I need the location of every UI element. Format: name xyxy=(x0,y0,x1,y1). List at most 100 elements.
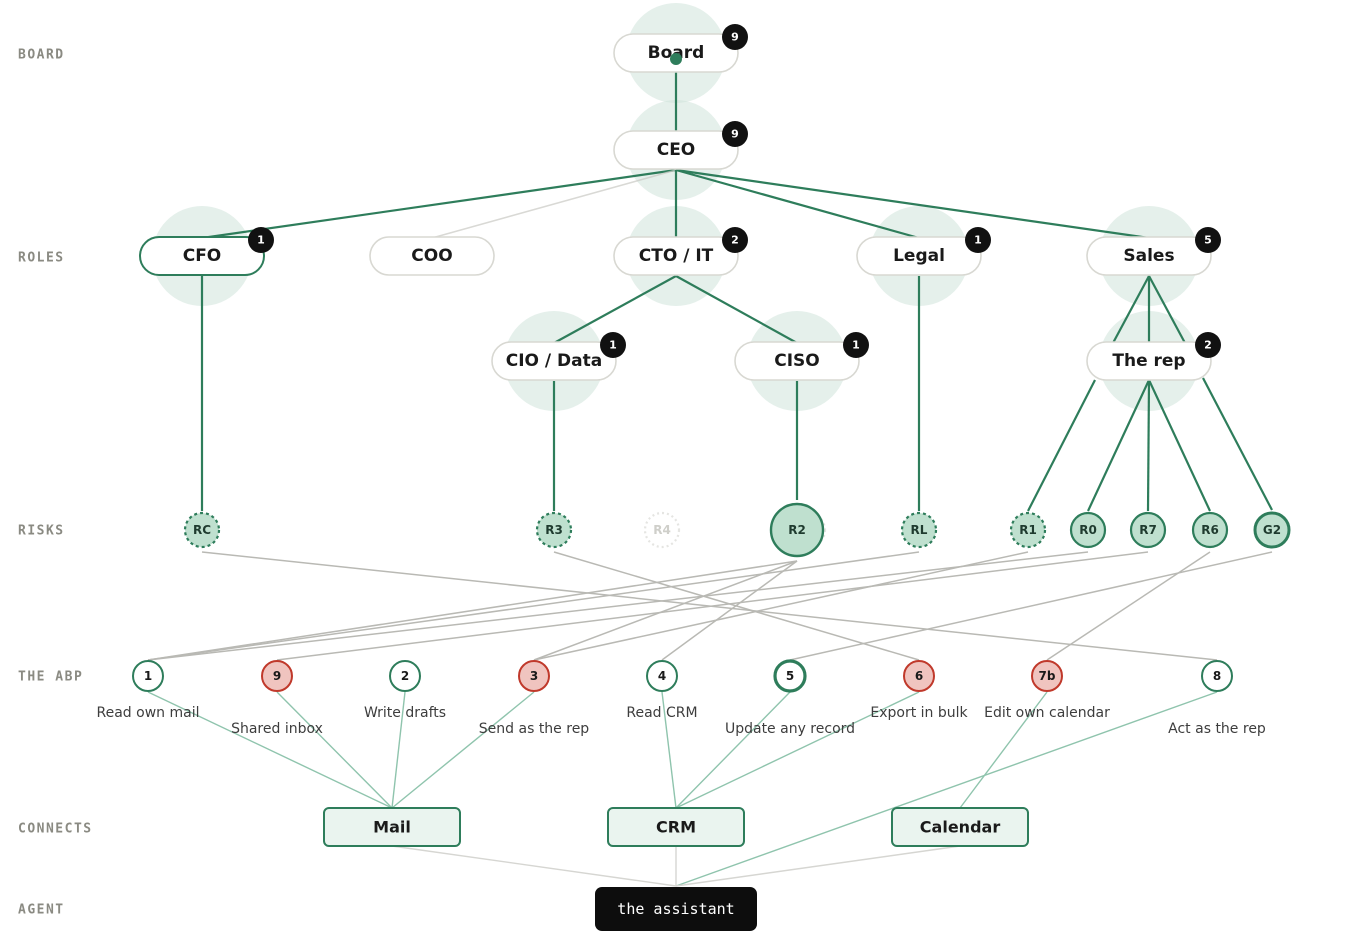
abp-num-a9: 9 xyxy=(273,669,281,683)
edge-rep-r7 xyxy=(1146,379,1151,512)
edge-risk-abp-2 xyxy=(147,560,798,661)
connect-crm[interactable]: CRM xyxy=(607,807,745,847)
edge-abp-connect-5 xyxy=(675,691,791,809)
row-label-abp: THE ABP xyxy=(18,670,83,685)
risk-circle-R1 xyxy=(1009,511,1047,549)
risk-G2[interactable]: G2 xyxy=(1253,511,1291,549)
edge-connect-agent-0 xyxy=(391,845,677,887)
edge-connect-agent-2 xyxy=(675,845,961,887)
edge-rep-r1 xyxy=(1027,379,1096,512)
edge-abp-connect-2 xyxy=(391,691,406,809)
abp-circle-a7b xyxy=(1031,660,1063,692)
role-label-sales: Sales xyxy=(1123,246,1174,266)
risk-R2[interactable]: R2 xyxy=(769,502,825,558)
risk-label-R3: R3 xyxy=(545,523,563,537)
connect-calendar[interactable]: Calendar xyxy=(891,807,1029,847)
edge-ceo-legal xyxy=(675,168,920,240)
risk-RC[interactable]: RC xyxy=(183,511,221,549)
risk-R1[interactable]: R1 xyxy=(1009,511,1047,549)
role-label-cio: CIO / Data xyxy=(506,351,602,371)
role-cfo[interactable]: CFO 1 xyxy=(139,227,274,276)
abp-circle-a9 xyxy=(261,660,293,692)
risk-R4[interactable]: R4 xyxy=(643,511,681,549)
edge-abp-connect-8 xyxy=(675,691,1218,887)
role-legal[interactable]: Legal 1 xyxy=(856,227,991,276)
edge-risk-abp-6 xyxy=(533,551,1029,661)
role-sales[interactable]: Sales 5 xyxy=(1086,227,1221,276)
risk-R3[interactable]: R3 xyxy=(535,511,573,549)
edge-risk-abp-3 xyxy=(533,560,798,661)
badge-count-legal: 1 xyxy=(974,234,982,247)
risk-circle-R6 xyxy=(1191,511,1229,549)
role-coo[interactable]: COO xyxy=(369,236,495,276)
edge-abp-connect-7 xyxy=(959,691,1048,809)
role-label-cfo: CFO xyxy=(183,246,222,266)
abp-circle-a3 xyxy=(518,660,550,692)
role-cio[interactable]: CIO / Data 1 xyxy=(491,332,626,381)
row-label-board: BOARD xyxy=(18,48,65,63)
role-pill-cfo xyxy=(139,236,265,276)
badge-count-cio: 1 xyxy=(609,339,617,352)
risk-label-R0: R0 xyxy=(1079,523,1097,537)
edge-abp-connect-1 xyxy=(276,691,393,809)
badge-count-sales: 5 xyxy=(1204,234,1212,247)
badge-legal xyxy=(965,227,991,253)
role-rep[interactable]: The rep 2 xyxy=(1086,332,1221,381)
role-pill-coo xyxy=(369,236,495,276)
edge-sales-rep-a xyxy=(1112,275,1150,344)
role-label-rep: The rep xyxy=(1112,351,1185,371)
badge-count-rep: 2 xyxy=(1204,339,1212,352)
edge-rep-g2 xyxy=(1202,377,1273,511)
agent-label: the assistant xyxy=(617,900,734,918)
edge-ceo-coo xyxy=(431,169,677,239)
badge-board xyxy=(722,24,748,50)
abp-num-a5: 5 xyxy=(786,669,794,683)
edge-abp-connect-3 xyxy=(391,691,535,809)
risk-label-RL: RL xyxy=(911,523,928,537)
edge-sales-rep-c xyxy=(1148,275,1186,344)
risk-RL[interactable]: RL xyxy=(900,511,938,549)
role-label-legal: Legal xyxy=(893,246,945,266)
abp-num-a7b: 7b xyxy=(1039,669,1056,683)
abp-circle-a1 xyxy=(132,660,164,692)
agent-node[interactable]: the assistant xyxy=(595,887,757,931)
connect-mail[interactable]: Mail xyxy=(323,807,461,847)
role-cto[interactable]: CTO / IT2 xyxy=(613,227,748,276)
edge-cto-cio xyxy=(553,275,677,344)
badge-count-cfo: 1 xyxy=(257,234,265,247)
badge-cto xyxy=(722,227,748,253)
risk-R6[interactable]: R6 xyxy=(1191,511,1229,549)
edge-ceo-sales xyxy=(675,168,1150,240)
edge-risk-abp-7 xyxy=(147,551,1089,661)
row-label-roles: ROLES xyxy=(18,251,65,266)
risk-label-R6: R6 xyxy=(1201,523,1219,537)
risk-circle-RC xyxy=(183,511,221,549)
risk-R0[interactable]: R0 xyxy=(1069,511,1107,549)
risk-label-R2: R2 xyxy=(788,523,806,537)
connect-box-mail xyxy=(323,807,461,847)
edge-rep-r0 xyxy=(1087,379,1150,512)
edge-abp-connect-4 xyxy=(661,691,677,809)
edge-cto-ciso xyxy=(675,275,798,344)
risk-R7[interactable]: R7 xyxy=(1129,511,1167,549)
edge-rep-r6 xyxy=(1148,379,1211,512)
connect-box-calendar xyxy=(891,807,1029,847)
role-label-ciso: CISO xyxy=(774,351,820,371)
row-label-agent: AGENT xyxy=(18,903,65,918)
role-pill-ciso xyxy=(734,341,860,381)
abp-label-a9: Shared inbox xyxy=(231,721,323,737)
edges xyxy=(147,58,1273,887)
risk-label-RC: RC xyxy=(193,523,211,537)
